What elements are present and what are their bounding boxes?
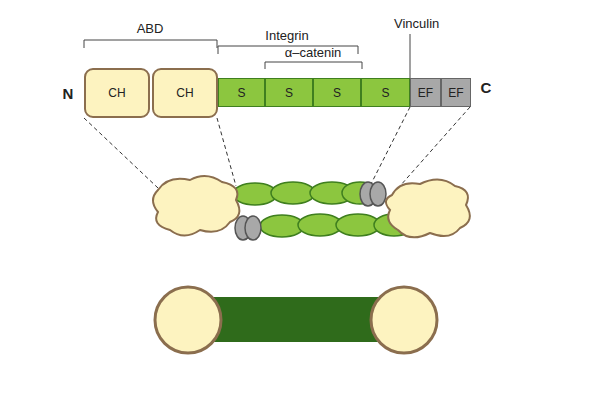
terminus-label: C	[481, 80, 492, 95]
region-label: Vinculin	[394, 17, 439, 30]
ch-domain: CH	[152, 68, 218, 118]
ch-domain: CH	[84, 68, 150, 118]
region-label: ABD	[137, 22, 164, 35]
domain-label: S	[237, 86, 245, 100]
domain-label: S	[381, 86, 389, 100]
domain-label: CH	[176, 86, 193, 100]
spectrin-repeat: S	[313, 78, 361, 107]
leader-line	[84, 107, 470, 188]
ef-hand: EF	[410, 78, 441, 107]
domain-label: S	[333, 86, 341, 100]
terminus-label: N	[63, 86, 74, 101]
spectrin-repeat: S	[265, 78, 313, 107]
domain-label: EF	[448, 86, 463, 100]
spectrin-repeat: S	[361, 78, 410, 107]
actin-binding-domain	[153, 176, 470, 237]
ef-hand: EF	[441, 78, 471, 107]
ef-hands	[235, 182, 386, 240]
region-label: Integrin	[265, 29, 308, 42]
dumbbell	[155, 287, 437, 353]
domain-label: CH	[108, 86, 125, 100]
domain-label: S	[285, 86, 293, 100]
spectrin-repeat: S	[218, 78, 265, 107]
domain-label: EF	[418, 86, 433, 100]
region-label: α–catenin	[285, 46, 342, 59]
